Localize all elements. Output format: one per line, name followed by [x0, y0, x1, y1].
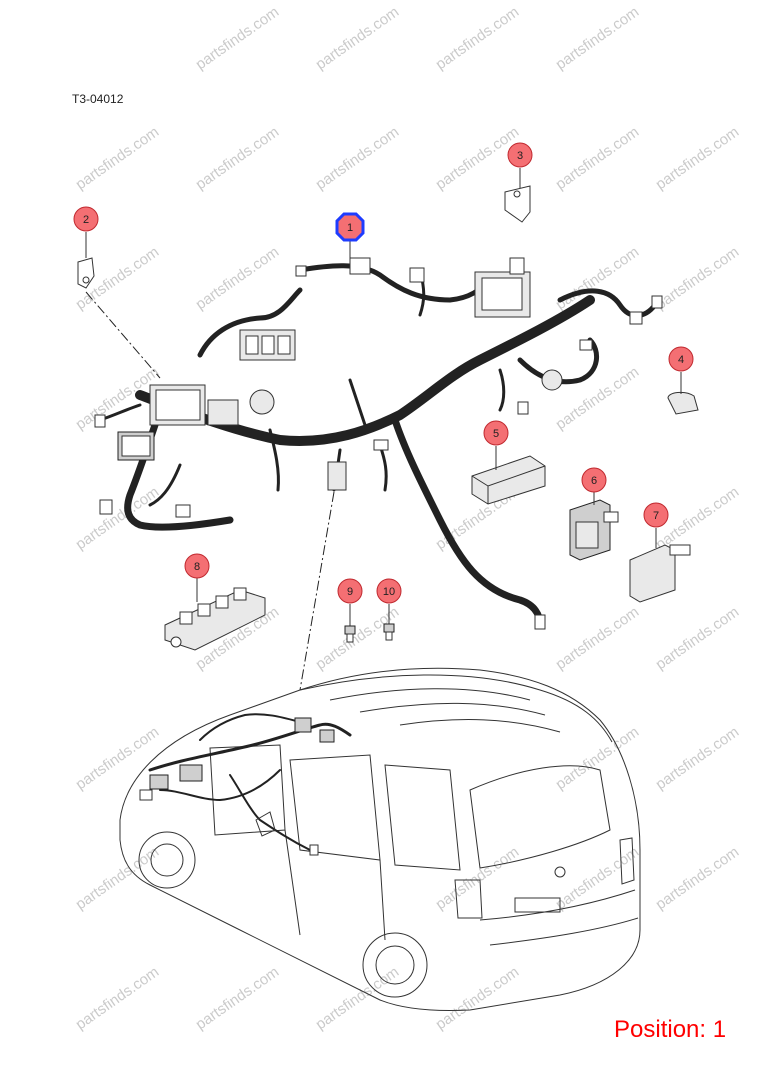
leader-lines	[85, 291, 335, 691]
callout-1-number: 1	[347, 222, 353, 234]
watermark: partsfinds.com	[313, 123, 403, 193]
watermark: partsfinds.com	[73, 123, 163, 193]
callout-2-number: 2	[83, 214, 89, 226]
watermark: partsfinds.com	[433, 3, 523, 73]
watermark: partsfinds.com	[73, 723, 163, 793]
watermark: partsfinds.com	[653, 123, 743, 193]
callout-1[interactable]: 1	[335, 212, 365, 260]
van-harness	[139, 713, 352, 856]
watermark: partsfinds.com	[653, 723, 743, 793]
part-2-bracket[interactable]	[77, 232, 95, 289]
callout-5[interactable]: 5	[483, 420, 509, 446]
callout-7-number: 7	[653, 510, 659, 522]
part-10-bolt[interactable]	[383, 604, 395, 641]
callout-7[interactable]: 7	[643, 502, 669, 528]
watermark: partsfinds.com	[653, 603, 743, 673]
position-label: Position: 1	[614, 1016, 727, 1043]
watermark: partsfinds.com	[433, 963, 523, 1033]
watermark: partsfinds.com	[313, 963, 403, 1033]
callout-6[interactable]: 6	[581, 467, 607, 493]
watermark: partsfinds.com	[653, 243, 743, 313]
part-4-cap[interactable]	[667, 372, 699, 415]
watermark: partsfinds.com	[193, 3, 283, 73]
watermark-layer: partsfinds.com partsfinds.com partsfinds…	[73, 3, 743, 1033]
part-3-bracket[interactable]	[504, 168, 531, 223]
callout-10-number: 10	[383, 586, 395, 598]
callout-3-number: 3	[517, 150, 523, 162]
watermark: partsfinds.com	[653, 843, 743, 913]
part-9-bolt[interactable]	[344, 604, 356, 643]
callout-9[interactable]: 9	[337, 578, 363, 604]
callout-10[interactable]: 10	[376, 578, 402, 604]
callout-9-number: 9	[347, 586, 353, 598]
callout-6-number: 6	[591, 475, 597, 487]
watermark: partsfinds.com	[553, 363, 643, 433]
callout-8[interactable]: 8	[184, 553, 210, 579]
watermark: partsfinds.com	[553, 843, 643, 913]
callout-2[interactable]: 2	[73, 206, 99, 232]
watermark: partsfinds.com	[433, 843, 523, 913]
callout-layer: 1 2 3 4 5 6 7 8	[73, 142, 694, 604]
watermark: partsfinds.com	[193, 123, 283, 193]
main-wiring-harness[interactable]	[94, 257, 663, 630]
watermark: partsfinds.com	[553, 723, 643, 793]
part-6-connector[interactable]	[569, 492, 619, 561]
watermark: partsfinds.com	[193, 963, 283, 1033]
callout-4[interactable]: 4	[668, 346, 694, 372]
diagram-code: T3-04012	[72, 92, 124, 106]
watermark: partsfinds.com	[553, 123, 643, 193]
watermark: partsfinds.com	[193, 243, 283, 313]
callout-3[interactable]: 3	[507, 142, 533, 168]
part-8-holder[interactable]	[164, 578, 266, 651]
watermark: partsfinds.com	[553, 243, 643, 313]
watermark: partsfinds.com	[73, 843, 163, 913]
callout-4-number: 4	[678, 354, 684, 366]
part-7-connector[interactable]	[629, 528, 691, 603]
watermark: partsfinds.com	[553, 3, 643, 73]
watermark: partsfinds.com	[73, 963, 163, 1033]
van-illustration	[119, 667, 641, 1011]
watermark: partsfinds.com	[553, 603, 643, 673]
callout-8-number: 8	[194, 561, 200, 573]
watermark: partsfinds.com	[73, 483, 163, 553]
callout-5-number: 5	[493, 428, 499, 440]
watermark: partsfinds.com	[313, 3, 403, 73]
part-5-module[interactable]	[471, 446, 546, 505]
